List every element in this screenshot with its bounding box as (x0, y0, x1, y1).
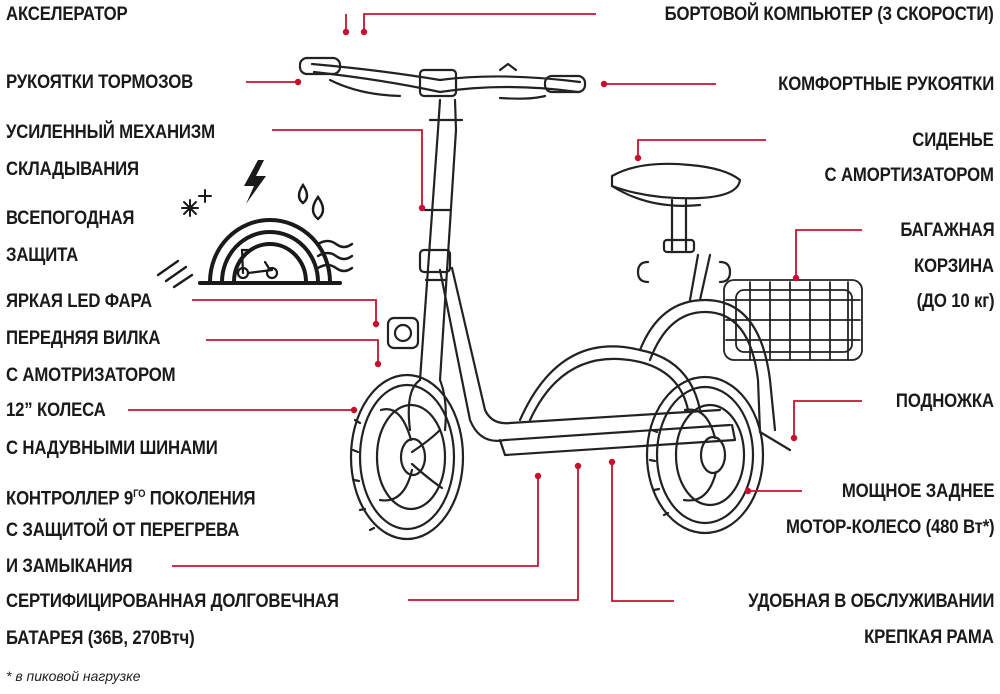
weather-badge (156, 182, 354, 289)
label-controller-1: КОНТРОЛЛЕР 9ГО ПОКОЛЕНИЯ (6, 483, 256, 510)
label-accelerator: АКСЕЛЕРАТОР (6, 3, 128, 25)
basket (723, 279, 863, 361)
label-folding-1: УСИЛЕННЫЙ МЕХАНИЗМ (6, 121, 215, 143)
label-weather-2: ЗАЩИТА (6, 244, 79, 266)
hail-icon (156, 259, 194, 289)
label-basket-2: КОРЗИНА (914, 255, 994, 277)
label-controller-1-sup: ГО (133, 488, 146, 500)
label-motor-1: МОЩНОЕ ЗАДНЕЕ (841, 480, 994, 502)
water-drops-icon (297, 182, 325, 221)
label-controller-1a: КОНТРОЛЛЕР 9 (6, 487, 134, 510)
label-folding-2: СКЛАДЫВАНИЯ (6, 158, 139, 180)
lightning-icon (244, 160, 266, 204)
frame (438, 253, 777, 457)
label-seat-2: С АМОРТИЗАТОРОМ (824, 164, 994, 186)
footnote: * в пиковой нагрузке (6, 668, 141, 684)
scooter-icon (236, 248, 279, 280)
label-kickstand: ПОДНОЖКА (896, 390, 994, 412)
label-controller-3: И ЗАМЫКАНИЯ (6, 555, 133, 577)
label-wheels-2: С НАДУВНЫМИ ШИНАМИ (6, 437, 218, 459)
kickstand (758, 430, 792, 452)
label-seat-1: СИДЕНЬЕ (912, 129, 995, 151)
label-controller-2: С ЗАЩИТОЙ ОТ ПЕРЕГРЕВА (6, 519, 240, 541)
label-basket-3: (ДО 10 кг) (916, 290, 994, 312)
headlight (386, 316, 420, 350)
handlebar (298, 56, 587, 100)
label-fork-1: ПЕРЕДНЯЯ ВИЛКА (6, 327, 161, 349)
label-wheels-1: 12” КОЛЕСА (6, 399, 106, 421)
label-frame-2: КРЕПКАЯ РАМА (864, 626, 994, 648)
label-battery-1: СЕРТИФИЦИРОВАННАЯ ДОЛГОВЕЧНАЯ (6, 590, 339, 612)
label-weather-1: ВСЕПОГОДНАЯ (6, 207, 135, 229)
label-computer: БОРТОВОЙ КОМПЬЮТЕР (3 СКОРОСТИ) (664, 3, 994, 25)
label-battery-2: БАТАРЕЯ (36В, 270Втч) (6, 627, 195, 649)
rear-wheel (645, 375, 765, 535)
label-headlight: ЯРКАЯ LED ФАРА (6, 290, 152, 312)
wind-icon (316, 239, 354, 273)
front-wheel (349, 373, 465, 541)
leader-lines (128, 13, 862, 602)
seat (610, 162, 742, 284)
steering-column (407, 98, 464, 432)
snowflake-icon (181, 189, 212, 217)
label-frame-1: УДОБНАЯ В ОБСЛУЖИВАНИИ (747, 590, 994, 612)
label-motor-2: МОТОР-КОЛЕСО (480 Вт*) (785, 516, 994, 538)
label-controller-1b: ПОКОЛЕНИЯ (145, 487, 256, 510)
label-fork-2: С АМОТРИЗАТОРОМ (6, 364, 176, 386)
label-basket-1: БАГАЖНАЯ (899, 219, 994, 241)
label-grips: КОМФОРТНЫЕ РУКОЯТКИ (778, 73, 994, 95)
label-brakes: РУКОЯТКИ ТОРМОЗОВ (6, 71, 194, 93)
